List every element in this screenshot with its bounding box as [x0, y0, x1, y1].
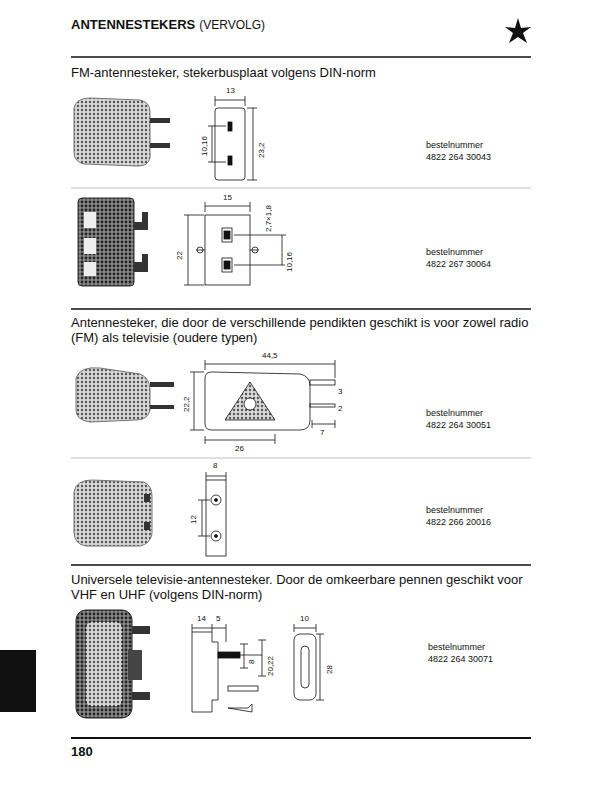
dimension: 10	[300, 614, 309, 623]
dimension: 26	[235, 444, 244, 453]
coupler-drawing	[198, 472, 226, 556]
order-number: 4822 267 30064	[426, 259, 491, 269]
page-number: 180	[71, 745, 93, 760]
dimension: 8	[247, 660, 256, 664]
dimension: 14	[197, 614, 206, 623]
section-heading: Antennesteker, die door de verschillende…	[71, 316, 533, 346]
tv-plug-photo	[76, 610, 150, 718]
rules	[71, 57, 531, 738]
dimension: 12	[189, 515, 198, 524]
order-label: bestelnummer	[426, 247, 483, 257]
order-number: 4822 264 30051	[426, 420, 491, 430]
order-number: 4822 266 20016	[426, 517, 491, 527]
dimension: 5	[216, 614, 220, 623]
order-number: 4822 264 30043	[426, 152, 491, 162]
plug-side-drawing	[190, 360, 335, 444]
order-label: bestelnummer	[428, 642, 485, 652]
plug-photo	[74, 98, 170, 166]
dimension: 13	[226, 86, 235, 95]
order-label: bestelnummer	[426, 505, 483, 515]
dimension: 2	[338, 404, 342, 413]
plug-drawing	[208, 96, 257, 180]
order-label: bestelnummer	[426, 140, 483, 150]
dimension: 28	[325, 665, 334, 674]
dimension: 22	[175, 251, 184, 260]
coupler-photo	[74, 480, 152, 546]
heading-suffix: (VERVOLG)	[199, 19, 265, 33]
dimension: 20,22	[266, 656, 275, 676]
dimension: 44,5	[262, 351, 278, 360]
tv-plug-drawing	[192, 624, 324, 712]
thumb-tab	[0, 650, 36, 712]
dimension: 10,16	[285, 252, 294, 272]
dimension: 7	[320, 428, 324, 437]
dimension: 2,7×1,8	[264, 205, 273, 232]
socket-plate-photo	[78, 198, 148, 286]
dimension: 15	[223, 193, 232, 202]
dimension: 23,2	[257, 142, 266, 158]
order-number: 4822 264 30071	[428, 654, 493, 664]
section-heading: FM-antennesteker, stekerbusplaat volgens…	[71, 66, 376, 81]
dimension: 22,2	[182, 396, 191, 412]
plug-photo	[76, 368, 174, 422]
dimension: 10,16	[200, 136, 209, 156]
socket-plate-drawing	[184, 202, 286, 285]
section-heading: Universele televisie-antennesteker. Door…	[71, 573, 533, 603]
order-label: bestelnummer	[426, 408, 483, 418]
dimension: 8	[213, 461, 217, 470]
page-heading: ANTENNESTEKERS	[71, 18, 195, 33]
star-mark	[505, 18, 531, 43]
dimension: 3	[338, 387, 342, 396]
